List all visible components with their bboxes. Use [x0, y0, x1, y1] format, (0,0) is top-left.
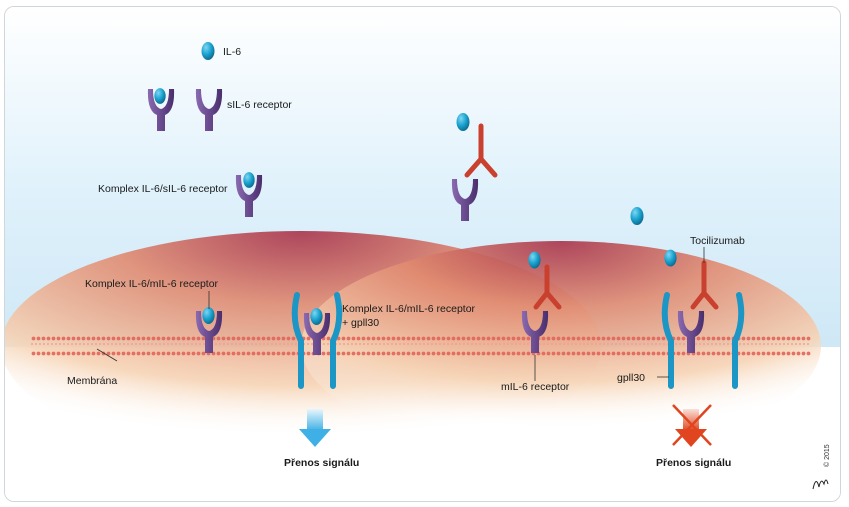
il6-signaling-diagram: IL-6 sIL-6 receptor Komplex IL-6/sIL-6 r…	[5, 7, 840, 501]
tocilizumab-label: Tocilizumab	[690, 235, 745, 247]
il6-label: IL-6	[223, 46, 241, 58]
signal-arrow-left	[299, 409, 331, 447]
gp130-label: gpll30	[617, 372, 645, 384]
gp130-complex-label-line2: + gpll30	[342, 317, 379, 329]
tocilizumab-antibody-blocking	[690, 260, 719, 310]
sil6-receptor-label: sIL-6 receptor	[227, 99, 292, 111]
il6-bound-icon	[154, 88, 166, 104]
membrane-label: Membrána	[67, 375, 117, 387]
tocilizumab-antibody-bound	[533, 264, 562, 310]
free-il6-right-icon	[630, 207, 644, 225]
blocked-cross-icon	[672, 404, 712, 446]
signal-right-label: Přenos signálu	[656, 457, 731, 469]
membrane-complex-il6	[202, 307, 215, 324]
il6-legend-icon	[201, 42, 215, 60]
artist-signature	[812, 479, 829, 490]
gp130-left-pair	[291, 292, 343, 389]
soluble-complex-il6	[243, 172, 255, 188]
blocked-free-il6	[664, 249, 677, 267]
mil6-receptor-label: mIL-6 receptor	[501, 381, 570, 393]
copyright-label: © 2015	[823, 444, 831, 467]
membrane-complex-label: Komplex IL-6/mIL-6 receptor	[85, 278, 219, 290]
signal-left-label: Přenos signálu	[284, 457, 359, 469]
gp130-right-pair	[661, 292, 745, 389]
mil6-free-il6	[528, 251, 541, 269]
gp130-complex-il6	[310, 308, 323, 325]
diagram-frame: IL-6 sIL-6 receptor Komplex IL-6/sIL-6 r…	[4, 6, 841, 502]
cell-membrane	[31, 336, 811, 356]
cytoplasm-glow-right	[301, 241, 821, 451]
tocilizumab-antibody-free	[464, 123, 498, 178]
soluble-complex-label: Komplex IL-6/sIL-6 receptor	[98, 183, 228, 195]
gp130-complex-label-line1: Komplex IL-6/mIL-6 receptor	[342, 303, 476, 315]
free-il6-icon	[456, 113, 470, 131]
